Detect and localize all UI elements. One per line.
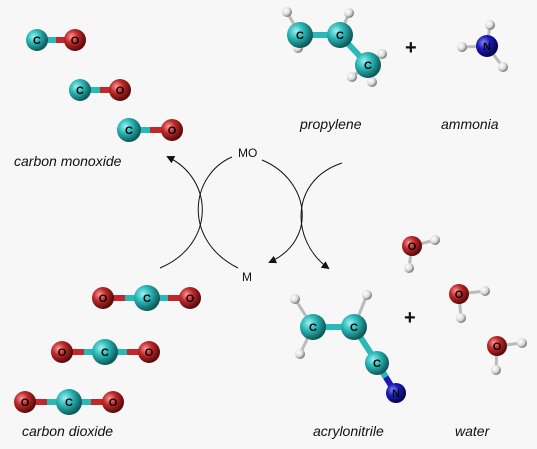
atom-letter: O [186,293,195,305]
hydrogen-atom [367,77,377,87]
atom-letter: O [168,125,177,137]
atom-letter: C [373,358,381,370]
atom-letter: O [71,35,80,47]
oxygen-atom [138,341,160,363]
oxygen-atom [102,391,124,413]
atom-letter: O [408,241,417,253]
hydrogen-atom [457,42,467,52]
hydrogen-atom [290,294,300,304]
hydrogen-atom [456,313,466,323]
label-metal-oxide: MO [238,146,258,160]
acrylonitrile-molecule: C C C N [290,290,406,403]
nitrogen-atom [386,383,406,403]
hydrogen-atom [430,235,440,245]
cycle-arc-left-up [197,156,239,269]
co2-molecule-1: O C O [92,285,201,311]
atom-letter: O [58,347,67,359]
atom-letter: N [392,388,400,400]
cycle-arc-product-arrow [300,162,343,270]
carbon-atom [355,52,381,78]
atom-letter: O [455,289,464,301]
oxygen-atom [92,287,114,309]
cycle-arc-reduction-arrow [261,159,303,264]
carbon-atom [327,22,353,48]
oxygen-atom [161,119,183,141]
atom-letter: C [336,30,344,42]
carbon-atom [117,118,141,142]
propylene-molecule: C C C [282,7,387,87]
atom-letter: C [350,322,358,334]
oxygen-atom [14,391,36,413]
atom-letter: N [483,41,491,53]
atom-letter: C [101,347,109,359]
hydrogen-atom [491,365,501,375]
atom-letter: O [493,341,502,353]
plus-sign-products: + [404,307,416,329]
carbon-atom [287,22,313,48]
oxygen-atom [449,284,469,304]
atom-letter: C [143,293,151,305]
ammonia-molecule: N [457,20,508,72]
atom-letter: C [309,322,317,334]
atom-letter: C [33,35,41,47]
co2-molecule-3: O C O [14,389,124,415]
label-propylene: propylene [300,116,362,132]
co2-molecule-2: O C O [51,339,160,365]
atom-letter: C [65,397,73,409]
atom-letter: C [296,30,304,42]
plus-sign-reactants: + [405,37,417,59]
carbon-atom [92,339,118,365]
carbon-atom [300,314,326,340]
atom-letter: C [364,60,372,72]
atom-letter: O [145,347,154,359]
hydrogen-atom [498,62,508,72]
hydrogen-atom [282,7,292,17]
hydrogen-atom [347,72,357,82]
label-carbon-monoxide: carbon monoxide [14,153,122,169]
nitrogen-atom [476,35,498,57]
carbon-atom [56,389,82,415]
atom-letter: C [76,85,84,97]
co-molecule-1: C O [26,29,86,51]
hydrogen-atom [295,349,305,359]
cycle-arc-oxidation-arrow [159,156,203,269]
atom-letter: C [125,125,133,137]
oxygen-atom [109,79,131,101]
label-ammonia: ammonia [441,116,499,132]
atom-letter: O [99,293,108,305]
hydrogen-atom [344,8,354,18]
co-molecule-2: C O [69,79,131,101]
hydrogen-atom [517,338,527,348]
oxygen-atom [179,287,201,309]
water-molecule-3: O [487,336,527,375]
atom-letter: O [21,397,30,409]
oxygen-atom [487,336,507,356]
carbon-atom [26,29,48,51]
oxygen-atom [64,29,86,51]
co-molecule-3: C O [117,118,183,142]
hydrogen-atom [480,286,490,296]
carbon-atom [69,79,91,101]
hydrogen-atom [362,290,372,300]
catalytic-cycle [159,156,343,270]
carbon-atom [134,285,160,311]
hydrogen-atom [404,263,414,273]
atom-letter: O [109,397,118,409]
hydrogen-atom [377,49,387,59]
water-molecule-2: O [449,284,490,323]
oxygen-atom [51,341,73,363]
label-water: water [455,423,490,439]
oxygen-atom [402,236,422,256]
carbon-atom [365,351,389,375]
label-acrylonitrile: acrylonitrile [313,423,384,439]
hydrogen-atom [485,20,495,30]
label-metal: M [242,270,252,284]
water-molecule-1: O [402,235,440,273]
carbon-atom [341,314,367,340]
label-carbon-dioxide: carbon dioxide [22,423,114,439]
atom-letter: O [116,85,125,97]
